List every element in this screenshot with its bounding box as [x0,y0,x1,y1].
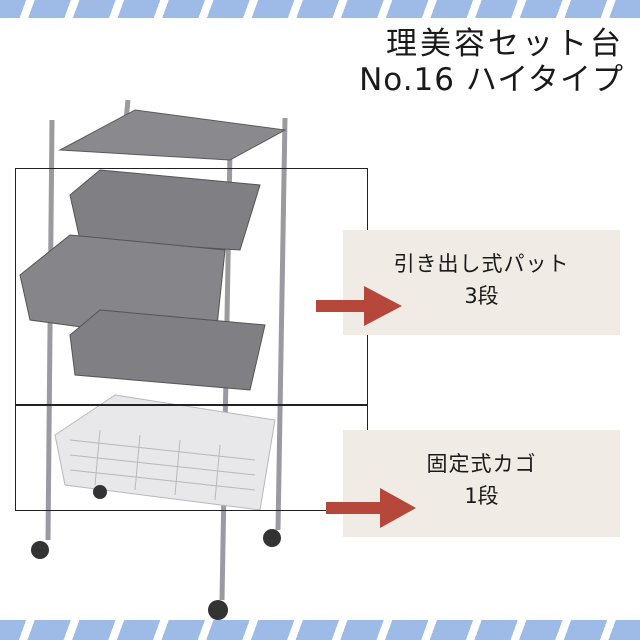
callout-count: 1段 [464,484,499,508]
top-tray [58,109,287,161]
callout-label: 固定式カゴ [426,452,537,476]
arrow-right-icon [326,488,416,528]
top-stripe-border [0,0,640,18]
casters [31,485,281,620]
bottom-stripe-border [0,620,640,640]
wire-basket [54,394,276,511]
cart-illustration [19,99,288,620]
product-title: 理美容セット台 [386,26,624,62]
drawer-tray-3 [69,309,266,391]
product-model: No.16 ハイタイプ [359,62,624,98]
callout-count: 3段 [464,284,499,308]
basket-section-frame [15,405,368,511]
callout-label: 引き出し式パット [393,252,570,276]
callout-drawers: 引き出し式パット 3段 [343,230,620,335]
arrow-right-icon [316,286,402,326]
drawer-tray-1 [69,169,261,251]
